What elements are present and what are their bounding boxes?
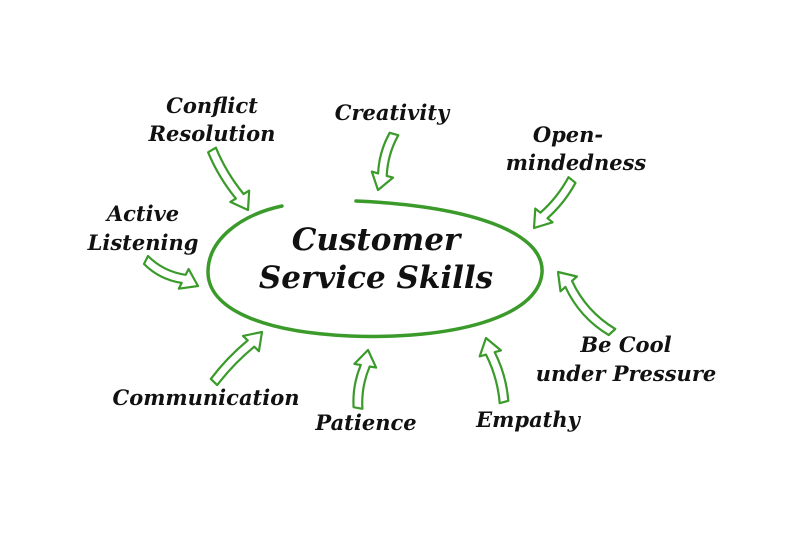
label-conflict-resolution-line2: Resolution (148, 121, 276, 146)
label-open-mindedness-line1: Open- (533, 122, 603, 147)
label-active-listening-line2: Listening (87, 230, 199, 255)
arrow-creativity (370, 131, 400, 192)
label-empathy: Empathy (475, 407, 581, 432)
label-creativity: Creativity (335, 100, 451, 125)
label-conflict-resolution-line1: Conflict (166, 93, 258, 118)
center-title-line1: Customer (292, 222, 463, 258)
arrow-active-listening (142, 254, 200, 290)
label-be-cool-line1: Be Cool (579, 332, 671, 357)
arrow-conflict-resolution (207, 146, 251, 212)
label-be-cool-line2: under Pressure (536, 361, 717, 386)
arrow-empathy (478, 336, 510, 405)
arrow-communication (209, 330, 264, 387)
label-active-listening-line1: Active (105, 201, 179, 226)
label-open-mindedness-line2: mindedness (506, 150, 647, 175)
label-communication: Communication (112, 385, 299, 410)
arrow-patience (352, 348, 378, 410)
label-patience: Patience (314, 410, 416, 435)
center-title-line2: Service Skills (259, 260, 493, 296)
arrow-be-cool (556, 270, 617, 337)
center-ellipse (206, 199, 544, 339)
arrow-open-mindedness (532, 176, 577, 230)
